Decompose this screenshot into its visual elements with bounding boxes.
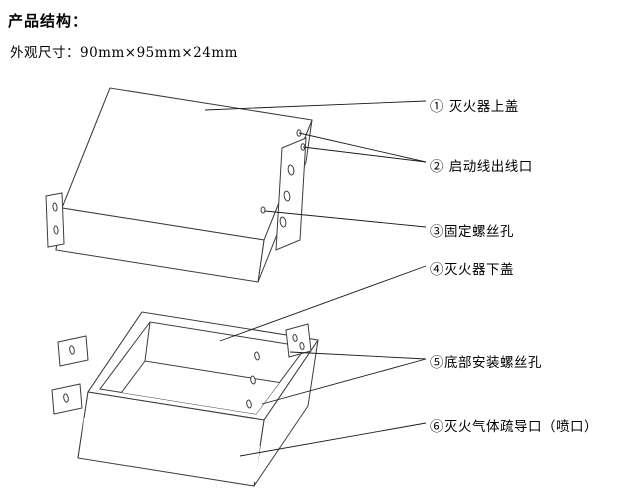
leader-fixing-screw-hole [264, 210, 427, 228]
callout-bottom-mount-screw-label: ⑤底部安装螺丝孔 [430, 355, 542, 371]
upper-left-flange [45, 192, 65, 248]
leader-lower-cover [219, 265, 427, 342]
lower-cover-drawing [51, 311, 319, 487]
flange-hole [52, 202, 58, 212]
bottom-mount-screw-hole [250, 375, 256, 385]
callout-wire-outlet-label: ② 启动线出线口 [430, 159, 533, 175]
flange-hole [283, 190, 291, 202]
flange-hole [292, 334, 298, 342]
lower-right-flange [285, 323, 312, 358]
upper-cover-drawing [45, 87, 313, 283]
fixing-screw-hole [260, 206, 266, 214]
flange-hole [279, 216, 287, 228]
lower-perforated-panel [80, 418, 260, 482]
leader-wire-outlet-b [302, 146, 427, 163]
leader-bottom-mount-b [261, 358, 427, 405]
callout-fixing-screw-hole-label: ③固定螺丝孔 [430, 224, 514, 240]
callout-upper-cover-label: ① 灭火器上盖 [430, 99, 519, 115]
leader-lines [204, 100, 427, 457]
leader-wire-outlet-a [298, 132, 427, 163]
callout-lower-cover-label: ④灭火器下盖 [430, 262, 514, 278]
callout-gas-outlet-label: ⑥灭火气体疏导口（喷口） [430, 419, 598, 435]
upper-perforated-panel [63, 217, 254, 276]
leader-upper-cover [204, 100, 427, 111]
flange-hole [299, 342, 305, 350]
dimensions-text: 外观尺寸：90mm×95mm×24mm [10, 45, 238, 61]
flange-hole [53, 225, 59, 235]
bottom-mount-screw-hole [246, 399, 252, 409]
bottom-mount-screw-hole [69, 345, 75, 355]
bottom-mount-screw-hole [63, 393, 69, 403]
flange-hole [287, 164, 295, 176]
section-title: 产品结构： [8, 12, 89, 30]
leader-gas-outlet [239, 422, 427, 457]
bottom-mount-screw-hole [254, 351, 260, 361]
leader-bottom-mount-a [289, 351, 427, 360]
